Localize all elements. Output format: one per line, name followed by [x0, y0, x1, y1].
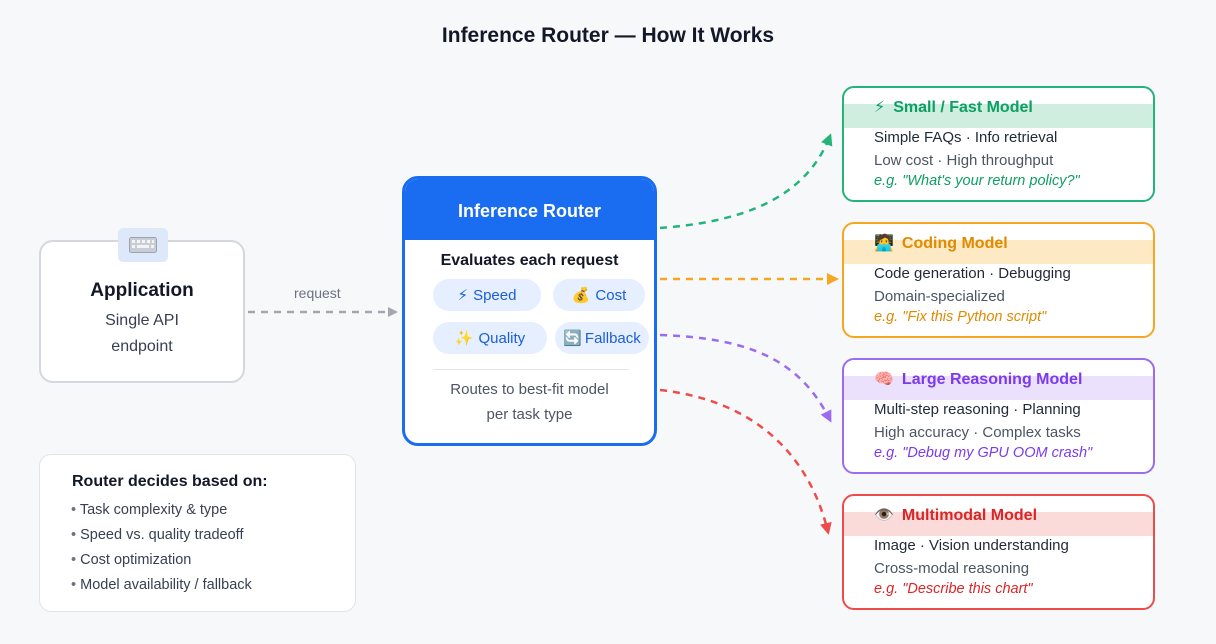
router-divider	[433, 369, 629, 370]
application-box: Application Single API endpoint	[39, 240, 245, 383]
router-footer-line2: per task type	[486, 406, 573, 423]
pill-label: Cost	[595, 286, 627, 304]
pill-label: Quality	[478, 329, 526, 347]
card-title: Coding Model	[901, 235, 1008, 252]
router-title: Inference Router	[405, 179, 654, 240]
arrow-to-reasoning-model	[659, 333, 832, 423]
router-evaluates-label: Evaluates each request	[440, 252, 619, 269]
card-example: e.g. "Describe this chart"	[874, 581, 1033, 597]
technologist-icon: 🧑‍💻	[874, 235, 894, 252]
card-example: e.g. "Fix this Python script"	[874, 309, 1047, 325]
pill-fallback: 🔄 Fallback	[555, 322, 649, 354]
router-footer: Routes to best-fit model per task type	[405, 377, 654, 427]
pill-cost: 💰 Cost	[553, 279, 645, 311]
brain-icon: 🧠	[874, 371, 894, 388]
arrow-to-multimodal-model	[659, 388, 832, 535]
model-card-multimodal: 👁️ Multimodal Model Image · Vision under…	[842, 494, 1155, 610]
model-card-coding: 🧑‍💻 Coding Model Code generation · Debug…	[842, 222, 1155, 338]
diagram-title: Inference Router — How It Works	[441, 24, 775, 47]
model-card-large-reasoning: 🧠 Large Reasoning Model Multi-step reaso…	[842, 358, 1155, 474]
application-subtitle-line2: endpoint	[111, 338, 173, 355]
card-traits: High accuracy · Complex tasks	[874, 424, 1081, 441]
criteria-item: Speed vs. quality tradeoff	[71, 523, 355, 548]
criteria-item: Model availability / fallback	[71, 573, 355, 598]
criteria-box: Router decides based on: Task complexity…	[39, 454, 356, 612]
card-traits: Domain-specialized	[874, 288, 1005, 305]
criteria-item: Cost optimization	[71, 548, 355, 573]
arrow-to-fast-model	[659, 133, 833, 230]
request-label: request	[294, 285, 341, 301]
card-use-cases: Simple FAQs · Info retrieval	[874, 129, 1058, 146]
card-use-cases: Multi-step reasoning · Planning	[874, 401, 1081, 418]
money-bag-icon: 💰	[571, 287, 591, 304]
pill-speed: ⚡ Speed	[433, 279, 541, 311]
card-use-cases: Image · Vision understanding	[874, 537, 1069, 554]
card-traits: Cross-modal reasoning	[874, 560, 1030, 577]
card-header: 🧠 Large Reasoning Model	[844, 360, 1153, 400]
card-example: e.g. "Debug my GPU OOM crash"	[874, 445, 1093, 461]
refresh-icon: 🔄	[563, 330, 582, 347]
criteria-item: Task complexity & type	[71, 498, 355, 523]
lightning-icon: ⚡	[457, 287, 469, 304]
card-header: ⚡ Small / Fast Model	[844, 88, 1153, 128]
model-card-small-fast: ⚡ Small / Fast Model Simple FAQs · Info …	[842, 86, 1155, 202]
card-traits: Low cost · High throughput	[874, 152, 1054, 169]
application-title: Application	[90, 280, 194, 301]
lightning-icon: ⚡	[874, 99, 886, 116]
eye-icon: 👁️	[874, 507, 894, 524]
application-subtitle: Single API endpoint	[41, 308, 243, 360]
keyboard-icon	[118, 228, 168, 262]
router-footer-line1: Routes to best-fit model	[450, 381, 609, 398]
card-title: Small / Fast Model	[893, 99, 1033, 116]
pill-label: Fallback	[584, 329, 641, 347]
inference-router-box: Inference Router Evaluates each request …	[402, 176, 657, 446]
card-example: e.g. "What's your return policy?"	[874, 173, 1080, 189]
pill-label: Speed	[473, 286, 517, 304]
criteria-title: Router decides based on:	[72, 473, 268, 490]
pill-quality: ✨ Quality	[433, 322, 547, 354]
card-title: Large Reasoning Model	[901, 371, 1083, 388]
card-title: Multimodal Model	[901, 507, 1038, 524]
sparkles-icon: ✨	[454, 330, 474, 347]
card-header: 🧑‍💻 Coding Model	[844, 224, 1153, 264]
card-header: 👁️ Multimodal Model	[844, 496, 1153, 536]
application-subtitle-line1: Single API	[105, 312, 179, 329]
card-use-cases: Code generation · Debugging	[874, 265, 1071, 282]
